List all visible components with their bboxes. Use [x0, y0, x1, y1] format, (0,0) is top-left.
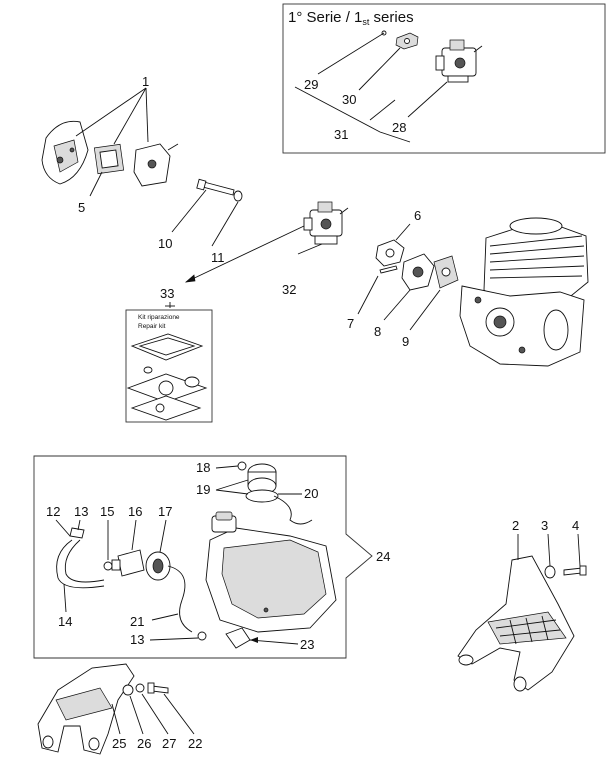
carburetor-28 [435, 39, 483, 83]
label-7: 7 [347, 316, 354, 331]
label-9: 9 [402, 334, 409, 349]
engine-block [459, 217, 589, 367]
handle-group: 25 26 27 22 [37, 663, 202, 755]
label-27: 27 [162, 736, 176, 751]
label-32: 32 [282, 282, 296, 297]
label-3: 3 [541, 518, 548, 533]
label-4: 4 [572, 518, 579, 533]
kit-label-it: Kit riparazione [138, 314, 180, 321]
carburetor-32: 32 [184, 201, 349, 297]
label-18: 18 [196, 460, 210, 475]
label-13a: 13 [74, 504, 88, 519]
label-11: 11 [211, 250, 225, 265]
label-2: 2 [512, 518, 519, 533]
air-filter-group: 1 5 [41, 74, 179, 215]
label-16: 16 [128, 504, 142, 519]
washer-3 [544, 565, 556, 579]
intake-group: 6 7 8 9 [347, 208, 459, 349]
spacer-26 [122, 684, 134, 696]
label-33: 33 [160, 286, 174, 301]
label-29: 29 [304, 77, 318, 92]
fuel-tank-group: 24 18 19 20 12 13 14 [33, 455, 390, 659]
screw-4 [563, 567, 583, 576]
label-25: 25 [112, 736, 126, 751]
repair-kit-33: 33 Kit riparazione Repair kit [125, 286, 213, 423]
screw-7 [379, 265, 398, 274]
label-31: 31 [334, 127, 348, 142]
washer-11 [233, 190, 243, 202]
label-28: 28 [392, 120, 406, 135]
washer-27 [135, 683, 145, 693]
label-14: 14 [58, 614, 72, 629]
label-5: 5 [78, 200, 85, 215]
label-13b: 13 [130, 632, 144, 647]
label-26: 26 [137, 736, 151, 751]
label-20: 20 [304, 486, 318, 501]
label-15: 15 [100, 504, 114, 519]
label-23: 23 [300, 637, 314, 652]
label-12: 12 [46, 504, 60, 519]
bolt-10 [202, 181, 235, 196]
fuel-group-frame [33, 455, 373, 659]
repair-kit-frame [125, 309, 213, 423]
kit-label-en: Repair kit [138, 323, 166, 330]
label-17: 17 [158, 504, 172, 519]
label-8: 8 [374, 324, 381, 339]
first-series-box: 1° Serie / 1st series 29 30 28 31 [282, 3, 606, 154]
label-19: 19 [196, 482, 210, 497]
clip-15 [103, 561, 113, 571]
label-30: 30 [342, 92, 356, 107]
label-10: 10 [158, 236, 172, 251]
first-series-frame [282, 3, 606, 154]
label-6: 6 [414, 208, 421, 223]
bolt-group: 10 11 [158, 178, 243, 265]
label-21: 21 [130, 614, 144, 629]
first-series-title: 1° Serie / 1st series [288, 9, 414, 27]
primer-16 [117, 549, 145, 577]
handle-bracket-group: 2 3 4 [457, 518, 587, 692]
label-22: 22 [188, 736, 202, 751]
label-1: 1 [142, 74, 149, 89]
fuel-filter-23 [225, 627, 251, 649]
label-24: 24 [376, 549, 390, 564]
